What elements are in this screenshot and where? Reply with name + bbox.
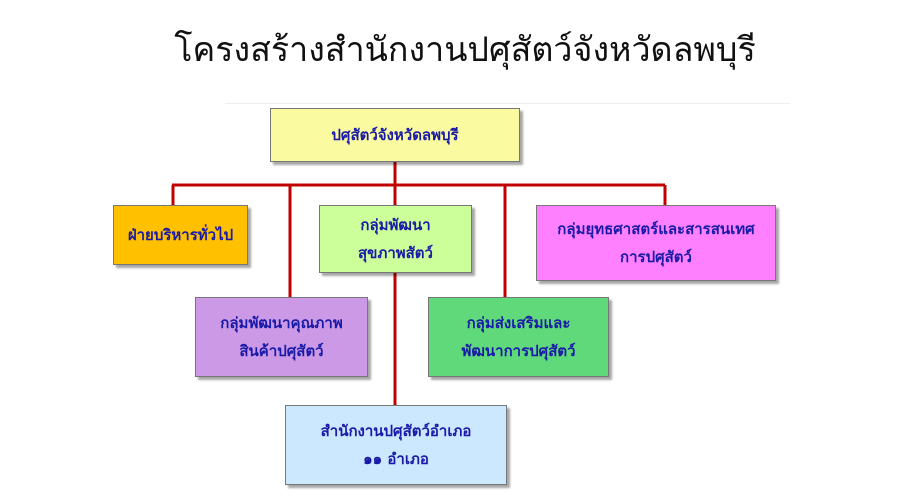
district-label-line1: สำนักงานปศุสัตว์อำเภอ [320, 422, 472, 440]
head-label: ปศุสัตว์จังหวัดลพบุรี [331, 126, 459, 144]
strategy-label-line1: กลุ่มยุทธศาสตร์และสารสนเทศ [557, 220, 755, 238]
district-label-line2: ๑๑ อำเภอ [363, 450, 429, 468]
quality-label-line2: สินค้าปศุสัตว์ [239, 342, 324, 360]
box-district: สำนักงานปศุสัตว์อำเภอ ๑๑ อำเภอ [285, 405, 507, 485]
health-label-line2: สุขภาพสัตว์ [358, 244, 433, 262]
chart-title: โครงสร้างสำนักงานปศุสัตว์จังหวัดลพบุรี [174, 30, 756, 70]
strategy-label-line2: การปศุสัตว์ [620, 248, 692, 266]
box-head: ปศุสัตว์จังหวัดลพบุรี [270, 108, 520, 162]
admin-label: ฝ่ายบริหารทั่วไป [127, 226, 234, 244]
box-quality: กลุ่มพัฒนาคุณภาพ สินค้าปศุสัตว์ [195, 297, 368, 377]
box-promotion: กลุ่มส่งเสริมและ พัฒนาการปศุสัตว์ [428, 297, 609, 377]
box-health: กลุ่มพัฒนา สุขภาพสัตว์ [319, 205, 472, 273]
promotion-label-line1: กลุ่มส่งเสริมและ [466, 314, 571, 332]
divider [225, 103, 790, 104]
health-label-line1: กลุ่มพัฒนา [360, 216, 431, 234]
promotion-label-line2: พัฒนาการปศุสัตว์ [461, 342, 576, 360]
quality-label-line1: กลุ่มพัฒนาคุณภาพ [220, 314, 343, 332]
box-strategy: กลุ่มยุทธศาสตร์และสารสนเทศ การปศุสัตว์ [536, 205, 776, 281]
box-admin: ฝ่ายบริหารทั่วไป [113, 205, 248, 265]
